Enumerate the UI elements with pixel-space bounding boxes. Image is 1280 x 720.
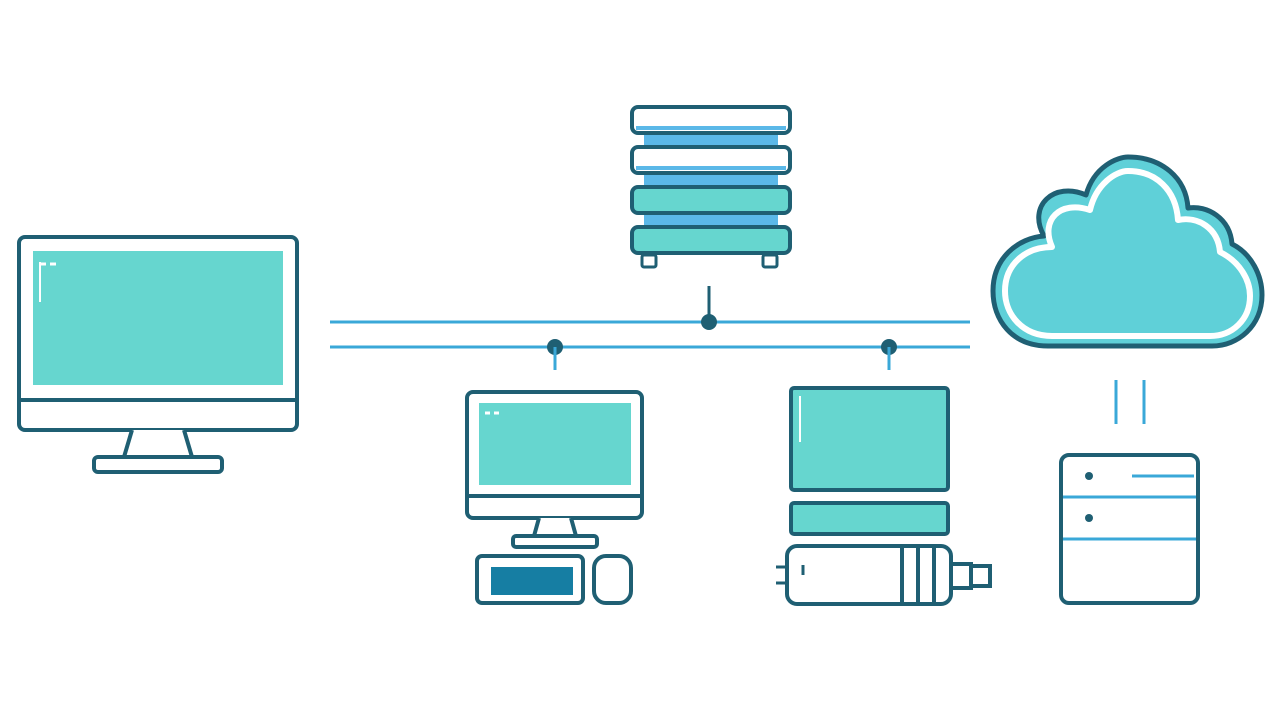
- dock-connector-tip: [969, 564, 992, 588]
- server-spacer-2: [644, 175, 778, 185]
- keyboard-keys: [491, 567, 573, 595]
- server-spacer-3: [644, 215, 778, 225]
- tablet-dock: [789, 501, 950, 536]
- server-unit-1-band: [636, 126, 786, 130]
- file-server-led-2: [1085, 514, 1093, 522]
- cloud-inner-shape: [1002, 168, 1253, 339]
- monitor-neck: [122, 429, 194, 459]
- tablet-screen: [789, 386, 950, 492]
- server-connector-node: [701, 314, 717, 330]
- server-unit-2-band: [636, 166, 786, 170]
- monitor-base: [92, 455, 224, 474]
- mouse: [592, 554, 633, 605]
- cloud-shape: [990, 154, 1265, 349]
- desktop-screen: [479, 403, 631, 485]
- file-server-icon: [1059, 453, 1200, 605]
- desktop-neck: [532, 517, 578, 538]
- desktop-computer-icon: [465, 390, 644, 605]
- server-foot-right: [761, 253, 779, 269]
- dock-connector-plug: [949, 562, 973, 590]
- server-rack-icon: [630, 105, 792, 269]
- file-server-led-1: [1085, 472, 1093, 480]
- network-bus: [330, 286, 970, 370]
- cloud-server-link: [1114, 380, 1146, 424]
- desktop-base: [511, 534, 599, 549]
- server-spacer-1: [644, 135, 778, 145]
- monitor-icon: [17, 235, 299, 474]
- tablet-device-icon: [776, 386, 992, 606]
- dock-connector-body: [785, 544, 953, 606]
- server-unit-3: [630, 185, 792, 215]
- file-server-body: [1059, 453, 1200, 605]
- monitor-screen: [33, 251, 283, 385]
- server-unit-4: [630, 225, 792, 255]
- cloud-icon: [990, 154, 1265, 349]
- server-foot-left: [640, 253, 658, 269]
